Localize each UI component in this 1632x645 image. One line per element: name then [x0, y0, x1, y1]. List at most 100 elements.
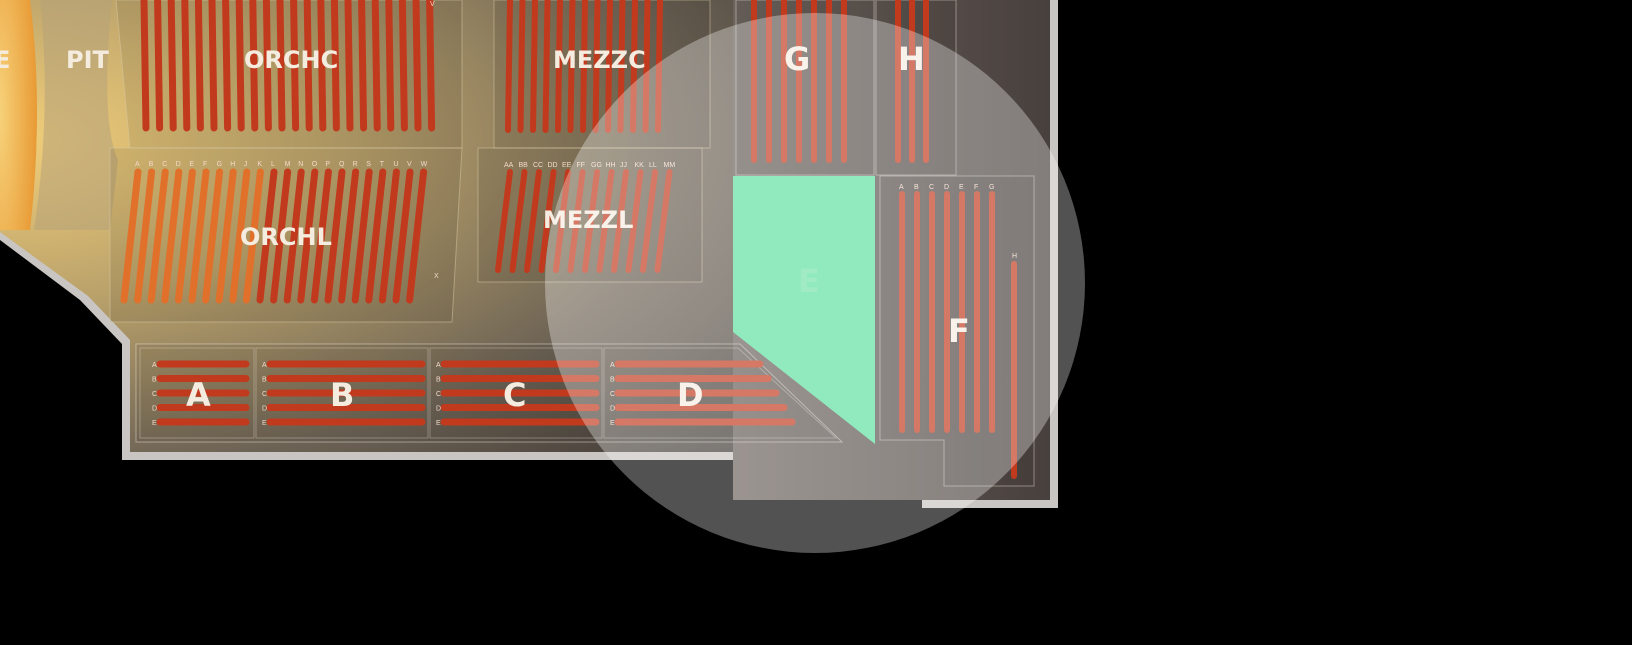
row-letter: JJ	[620, 162, 627, 169]
row-letter: L	[271, 161, 275, 168]
row-letter: AA	[504, 162, 514, 169]
seat-row	[509, 169, 528, 273]
seat-row	[365, 168, 387, 304]
seat-row	[351, 168, 373, 304]
seat-row	[640, 169, 658, 273]
stage[interactable]	[0, 0, 37, 230]
row-letter: D	[152, 406, 157, 413]
orchl-rows	[120, 168, 428, 304]
seat-row	[654, 169, 673, 273]
seat-row	[505, 0, 513, 133]
seat-row	[235, 0, 245, 132]
row-letter: A	[899, 184, 904, 191]
seat-row	[276, 0, 286, 132]
row-letter: F	[203, 161, 207, 168]
seat-row	[317, 0, 327, 132]
row-letter: C	[610, 391, 615, 398]
seat-row	[617, 0, 626, 133]
row-letter: J	[244, 161, 248, 168]
seat-row	[140, 0, 150, 132]
row-letter: EE	[562, 162, 572, 169]
row-letter: N	[298, 161, 303, 168]
row-letter: E	[959, 184, 964, 191]
section-e-selected[interactable]	[733, 176, 875, 444]
section-box-a[interactable]	[139, 347, 255, 439]
seat-row	[120, 168, 142, 304]
row-letter: FF	[577, 162, 586, 169]
seat-row	[630, 0, 638, 133]
row-letter: D	[436, 406, 441, 413]
f-row-letter-extra: H	[1012, 253, 1017, 260]
seat-row	[330, 0, 340, 132]
row-letter: E	[189, 161, 194, 168]
seat-row	[495, 169, 513, 273]
seat-row	[371, 0, 381, 132]
section-box-d[interactable]	[603, 347, 838, 439]
seat-row	[222, 0, 232, 132]
row-letter: R	[353, 161, 358, 168]
row-letter: D	[610, 406, 615, 413]
magnifier-lens	[545, 13, 1085, 553]
section-g-label: G	[784, 40, 810, 78]
seat-row	[202, 168, 224, 304]
section-h-label: H	[898, 40, 925, 78]
seat-row	[426, 0, 436, 132]
row-letter: DD	[548, 162, 558, 169]
mezzl-rows	[495, 169, 673, 273]
seat-row	[358, 0, 368, 132]
seat-row	[611, 169, 629, 273]
section-box-d-label: D	[677, 376, 704, 414]
seat-row	[567, 0, 576, 133]
section-box-c[interactable]	[429, 347, 603, 439]
row-letter: E	[436, 420, 441, 427]
row-letter: A	[610, 362, 615, 369]
seat-row	[215, 168, 237, 304]
section-orchc[interactable]	[115, 0, 463, 149]
seat-row	[642, 0, 651, 133]
section-h[interactable]	[875, 0, 957, 176]
seat-row	[378, 168, 400, 304]
section-mezzc[interactable]	[493, 0, 711, 149]
seat-row	[655, 0, 663, 133]
row-letter: HH	[606, 162, 616, 169]
row-letter: LL	[649, 162, 657, 169]
orchc-rows	[140, 0, 436, 132]
seat-row	[188, 168, 210, 304]
section-g[interactable]	[735, 0, 875, 176]
seat-row	[580, 0, 588, 133]
row-letter: P	[325, 161, 330, 168]
section-pit[interactable]	[34, 0, 118, 230]
row-letter: F	[974, 184, 978, 191]
seat-row	[270, 168, 292, 304]
row-letter: B	[436, 377, 441, 384]
seat-row	[596, 169, 615, 273]
seat-row	[174, 168, 196, 304]
row-letter: D	[176, 161, 181, 168]
row-letter: D	[944, 184, 949, 191]
seat-row	[553, 169, 571, 273]
row-letter: B	[610, 377, 615, 384]
row-letter: U	[393, 161, 398, 168]
row-letter: K	[257, 161, 262, 168]
seat-row	[297, 168, 319, 304]
seat-row	[194, 0, 204, 132]
section-f-label: F	[948, 312, 970, 350]
row-letter: A	[436, 362, 441, 369]
row-letter: S	[366, 161, 371, 168]
row-letter: C	[262, 391, 267, 398]
seat-row	[256, 168, 278, 304]
seat-row	[154, 0, 164, 132]
seat-row	[542, 0, 551, 133]
seat-row	[392, 168, 414, 304]
orchl-last-row-letter: X	[434, 273, 439, 280]
seat-row	[134, 168, 156, 304]
seat-row	[310, 168, 332, 304]
seat-row	[625, 169, 644, 273]
section-box-a-label: A	[186, 376, 211, 414]
section-box-b[interactable]	[255, 347, 429, 439]
row-letter: D	[262, 406, 267, 413]
row-letter: KK	[635, 162, 645, 169]
